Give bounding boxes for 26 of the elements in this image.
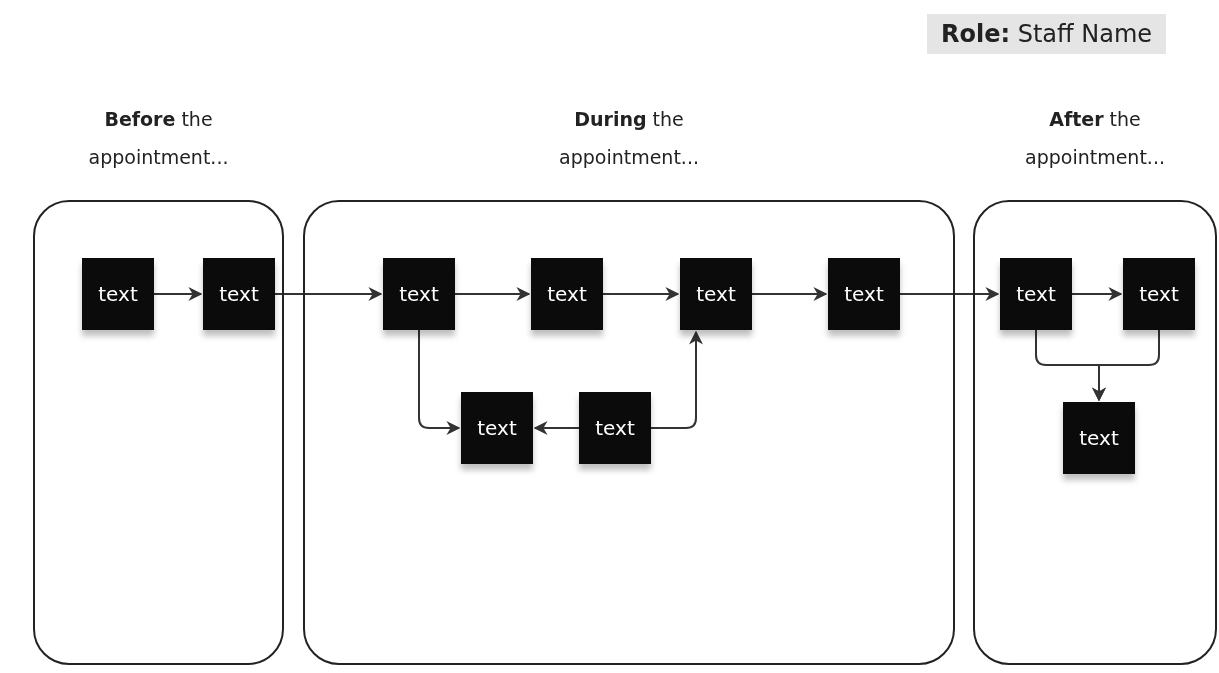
stage-heading: During the appointment... [558, 107, 700, 170]
role-label: Role: Staff Name [927, 14, 1167, 54]
sticky-note: text [579, 392, 651, 464]
arrow [602, 287, 680, 301]
stage-heading: Before the appointment... [87, 107, 230, 170]
sticky-note: text [203, 258, 275, 330]
sticky-note: text [383, 258, 455, 330]
arrow [1092, 329, 1160, 402]
sticky-note: text [461, 392, 533, 464]
sticky-note: text [82, 258, 154, 330]
sticky-note: text [1063, 402, 1135, 474]
sticky-note: text [1123, 258, 1195, 330]
sticky-note: text [531, 258, 603, 330]
arrow [899, 287, 1000, 301]
stage-heading: After the appointment... [1024, 107, 1166, 170]
sticky-note: text [680, 258, 752, 330]
arrow [153, 287, 203, 301]
arrow [418, 329, 461, 435]
arrow [1071, 287, 1123, 301]
sticky-note: text [1000, 258, 1072, 330]
arrow [751, 287, 828, 301]
arrow [533, 421, 580, 435]
sticky-note: text [828, 258, 900, 330]
arrow [650, 330, 703, 429]
arrow [454, 287, 531, 301]
arrow [274, 287, 383, 301]
